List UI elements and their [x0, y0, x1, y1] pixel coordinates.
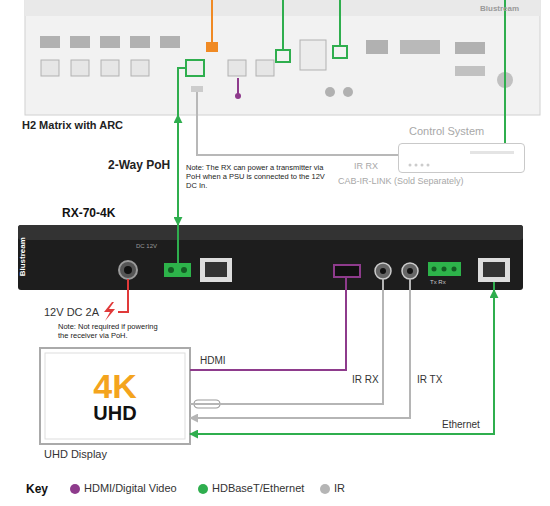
brand-logo: Blustream — [480, 4, 519, 14]
legend-text: IR — [334, 482, 345, 494]
signal-cable — [190, 290, 383, 404]
cable-note: CAB-IR-LINK (Sold Separately) — [338, 176, 464, 187]
cable-label: IR TX — [415, 374, 444, 386]
port-label: Tx Rx — [430, 279, 446, 286]
legend-swatch — [198, 484, 208, 494]
matrix-illustration — [25, 0, 540, 115]
node-content: 4KUHD — [93, 369, 136, 423]
cable-label: 2-Way PoH — [106, 158, 172, 172]
signal-cable — [190, 290, 410, 418]
legend-text: HDBaseT/Ethernet — [212, 482, 304, 494]
signal-cable — [197, 115, 398, 155]
logo-text: 4K — [93, 369, 136, 403]
signal-cable — [177, 115, 179, 225]
uhd-display: 4KUHDUHD Display — [40, 348, 190, 444]
device-name: Control System — [409, 125, 484, 138]
note-text: Note: The RX can power a transmitter via… — [186, 163, 334, 190]
port-label: DC 12V — [136, 243, 157, 250]
device-name: UHD Display — [44, 448, 107, 461]
legend-text: HDMI/Digital Video — [84, 482, 177, 494]
brand-logo: Blustream — [18, 237, 28, 276]
matrix-device: H2 Matrix with ARCBlustream — [25, 0, 540, 115]
power-spec: 12V DC 2A — [44, 306, 99, 319]
cable-label: HDMI — [198, 355, 228, 367]
cable-label: Ethernet — [440, 419, 482, 431]
cable-label: IR RX — [352, 161, 380, 172]
device-name: RX-70-4K — [62, 206, 115, 220]
cable-label: IR RX — [350, 374, 381, 386]
device-name: H2 Matrix with ARC — [22, 119, 123, 132]
display-illustration — [40, 348, 190, 444]
receiver-illustration — [18, 225, 523, 290]
note-text: Note: Not required if powering the recei… — [58, 322, 168, 340]
legend-title: Key — [26, 482, 48, 496]
legend-swatch — [320, 484, 330, 494]
legend-swatch — [70, 484, 80, 494]
signal-cable — [190, 290, 346, 370]
logo-text: UHD — [93, 403, 136, 423]
receiver-device: RX-70-4KBlustream — [18, 225, 523, 290]
signal-cable — [190, 290, 494, 434]
control-system-box: Control System — [398, 143, 525, 173]
